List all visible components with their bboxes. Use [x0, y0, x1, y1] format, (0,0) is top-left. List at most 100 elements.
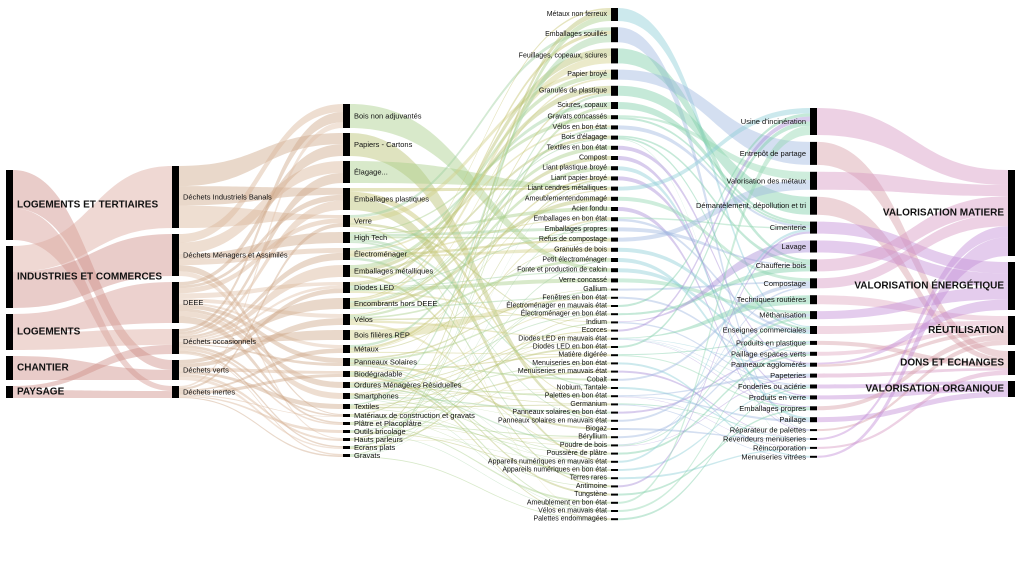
flow-link[interactable]	[350, 371, 611, 480]
flow-link[interactable]	[817, 141, 1008, 358]
flow-link[interactable]	[350, 322, 611, 441]
sankey-node[interactable]	[611, 48, 618, 64]
flow-link[interactable]	[350, 207, 611, 235]
flow-link[interactable]	[350, 196, 611, 308]
sankey-node[interactable]	[611, 370, 618, 373]
flow-link[interactable]	[350, 161, 611, 188]
sankey-node[interactable]	[611, 337, 618, 340]
flow-link[interactable]	[817, 286, 1008, 320]
sankey-node[interactable]	[611, 207, 618, 211]
sankey-node[interactable]	[611, 419, 618, 422]
sankey-node[interactable]	[343, 314, 350, 325]
flow-link[interactable]	[350, 408, 611, 463]
sankey-node[interactable]	[343, 414, 350, 417]
flow-link[interactable]	[618, 339, 810, 400]
sankey-node[interactable]	[810, 141, 817, 165]
sankey-node[interactable]	[611, 85, 618, 96]
flow-link[interactable]	[350, 258, 611, 319]
sankey-node[interactable]	[611, 278, 618, 283]
sankey-node[interactable]	[810, 221, 817, 234]
flow-link[interactable]	[350, 240, 611, 352]
flow-link[interactable]	[618, 286, 810, 445]
sankey-node[interactable]	[810, 455, 817, 458]
sankey-node[interactable]	[611, 296, 618, 299]
flow-link[interactable]	[618, 137, 810, 330]
flow-link[interactable]	[179, 186, 343, 206]
sankey-node[interactable]	[343, 430, 350, 433]
flow-link[interactable]	[618, 196, 810, 282]
flow-link[interactable]	[179, 395, 343, 433]
sankey-node[interactable]	[611, 346, 618, 348]
flow-link[interactable]	[350, 289, 611, 423]
flow-link[interactable]	[350, 85, 611, 273]
sankey-node[interactable]	[611, 156, 618, 160]
flow-link[interactable]	[350, 423, 611, 438]
flow-link[interactable]	[618, 362, 810, 458]
flow-link[interactable]	[618, 370, 810, 439]
flow-link[interactable]	[350, 415, 611, 455]
flow-link[interactable]	[618, 121, 810, 348]
sankey-node[interactable]	[611, 469, 618, 471]
sankey-node[interactable]	[611, 237, 618, 242]
flow-link[interactable]	[350, 125, 611, 253]
flow-link[interactable]	[618, 231, 810, 488]
flow-link[interactable]	[350, 424, 611, 504]
sankey-node[interactable]	[343, 345, 350, 353]
flow-link[interactable]	[618, 108, 810, 191]
flow-link[interactable]	[13, 170, 172, 370]
flow-link[interactable]	[350, 404, 611, 409]
flow-link[interactable]	[350, 372, 611, 511]
flow-link[interactable]	[350, 288, 611, 360]
sankey-node[interactable]	[611, 460, 618, 463]
flow-link[interactable]	[350, 15, 611, 456]
flow-link[interactable]	[179, 343, 343, 366]
flow-link[interactable]	[618, 139, 810, 448]
flow-link[interactable]	[350, 225, 611, 519]
sankey-node[interactable]	[6, 314, 13, 350]
flow-link[interactable]	[179, 394, 343, 417]
flow-link[interactable]	[618, 217, 810, 229]
flow-link[interactable]	[350, 220, 611, 456]
flow-link[interactable]	[350, 189, 611, 351]
flow-link[interactable]	[350, 222, 611, 331]
flow-link[interactable]	[179, 371, 343, 409]
sankey-node[interactable]	[611, 305, 618, 307]
sankey-node[interactable]	[611, 176, 618, 181]
flow-link[interactable]	[618, 386, 810, 471]
flow-link[interactable]	[179, 133, 343, 187]
sankey-node[interactable]	[611, 268, 618, 273]
flow-link[interactable]	[350, 257, 611, 470]
flow-link[interactable]	[618, 85, 810, 215]
flow-link[interactable]	[350, 388, 611, 416]
flow-link[interactable]	[350, 289, 611, 431]
flow-link[interactable]	[350, 247, 611, 258]
sankey-node[interactable]	[343, 446, 350, 449]
flow-link[interactable]	[618, 403, 810, 432]
flow-link[interactable]	[817, 381, 1008, 389]
flow-link[interactable]	[350, 104, 611, 272]
flow-link[interactable]	[618, 102, 810, 224]
flow-link[interactable]	[350, 9, 611, 440]
flow-link[interactable]	[350, 397, 611, 454]
flow-link[interactable]	[350, 239, 611, 257]
flow-link[interactable]	[618, 27, 810, 430]
sankey-node[interactable]	[343, 454, 350, 457]
flow-link[interactable]	[350, 431, 611, 471]
sankey-node[interactable]	[611, 436, 618, 439]
flow-link[interactable]	[618, 396, 810, 423]
flow-link[interactable]	[179, 373, 343, 395]
flow-link[interactable]	[618, 339, 810, 408]
flow-link[interactable]	[179, 265, 343, 415]
flow-link[interactable]	[618, 447, 810, 480]
flow-link[interactable]	[179, 200, 343, 337]
flow-link[interactable]	[350, 135, 611, 275]
flow-link[interactable]	[618, 352, 810, 414]
flow-link[interactable]	[350, 365, 611, 496]
flow-link[interactable]	[618, 156, 810, 430]
sankey-node[interactable]	[611, 186, 618, 191]
flow-link[interactable]	[817, 171, 1008, 197]
sankey-node[interactable]	[810, 384, 817, 389]
flow-link[interactable]	[179, 376, 343, 449]
sankey-node[interactable]	[343, 382, 350, 388]
sankey-node[interactable]	[6, 170, 13, 240]
